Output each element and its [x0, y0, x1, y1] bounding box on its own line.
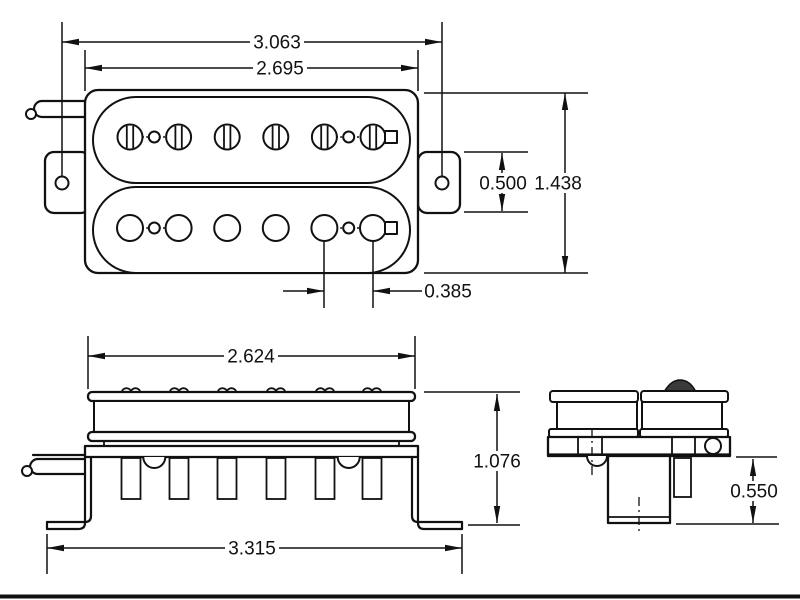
screw-shaft: [168, 457, 190, 500]
leg-tube: [606, 454, 672, 525]
bobbin-top: [92, 96, 411, 184]
baseplate: [31, 444, 420, 459]
centerlines: [591, 428, 640, 534]
slug-poles: [116, 214, 387, 242]
screw-shaft: [361, 457, 383, 500]
mounting-tab-left: [43, 150, 92, 215]
dim-label: 2.695: [256, 59, 304, 80]
dim-label: 3.063: [253, 33, 301, 54]
slug-pole: [213, 214, 242, 242]
screw-shaft: [216, 457, 238, 500]
square-markers: [384, 130, 398, 235]
pole-screw-tips: [121, 387, 382, 393]
bobbin-bottom: [92, 186, 411, 274]
screw-pole: [213, 123, 241, 151]
screw-pole: [359, 123, 387, 151]
dim-tab-height: 0.500: [464, 151, 530, 213]
mount-hole-left: [54, 175, 70, 191]
dim-leg-depth: 0.550: [676, 456, 781, 525]
slug-pole: [164, 214, 193, 242]
side-view: [21, 387, 464, 531]
dim-label: 0.385: [424, 282, 472, 303]
dim-body-height: 1.438: [424, 92, 588, 274]
side-lead-wire: [21, 457, 87, 477]
end-view: [546, 379, 732, 534]
slug-bottom-end: [586, 455, 608, 467]
dim-pole-spacing: 0.385: [283, 242, 472, 308]
end-baseplate: [546, 435, 732, 458]
mount-hole-end: [704, 437, 722, 455]
adjust-dots: [147, 130, 356, 235]
top-view: [25, 88, 462, 275]
screw-poles: [116, 123, 387, 151]
dim-label: 1.438: [534, 174, 582, 195]
dim-label: 3.315: [228, 539, 276, 560]
dim-mount-hole-spacing: 3.063: [61, 22, 443, 176]
screw-pole: [310, 123, 338, 151]
end-bobbin-right: [639, 379, 729, 438]
dim-body-width: 2.695: [84, 50, 419, 91]
screw-shaft-end: [673, 457, 692, 498]
dim-label: 2.624: [227, 347, 275, 368]
screw-shaft: [265, 457, 287, 500]
pole-screw-head: [662, 379, 698, 393]
slug-pole: [116, 214, 144, 242]
side-bobbin: [86, 387, 417, 446]
screw-shaft: [120, 457, 142, 500]
dim-base-span: 3.315: [46, 534, 463, 574]
mount-hole-right: [434, 175, 450, 191]
slug-pole: [310, 214, 339, 242]
screw-shaft: [314, 457, 336, 500]
dim-bobbin-length: 2.624: [87, 336, 416, 389]
dim-label: 0.500: [479, 174, 527, 195]
screw-pole: [262, 123, 290, 151]
slug-pole: [261, 214, 290, 242]
slug-pole: [359, 214, 387, 242]
end-bobbin-left: [548, 390, 639, 438]
mounting-leg-left: [45, 455, 93, 531]
dim-label: 1.076: [473, 452, 521, 473]
lead-wire: [25, 99, 89, 120]
dim-overall-height: 1.076: [424, 391, 524, 526]
dim-label: 0.550: [730, 482, 778, 503]
slug-bottoms: [142, 456, 361, 469]
lead-wire-end: [25, 108, 37, 120]
screw-pole: [116, 123, 144, 151]
pole-screw-shafts: [120, 457, 383, 500]
screw-pole: [165, 123, 193, 151]
mounting-leg-right: [410, 455, 464, 531]
